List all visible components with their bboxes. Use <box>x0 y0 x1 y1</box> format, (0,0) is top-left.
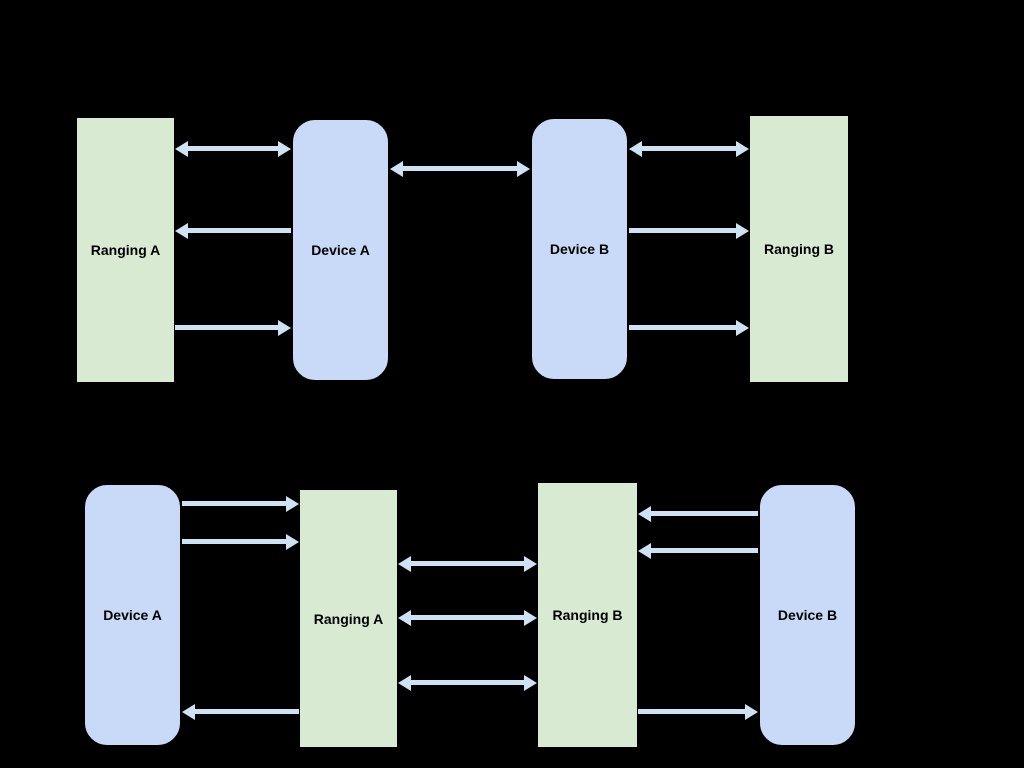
ranging-a-to-device-a-arrow <box>182 704 299 720</box>
arrowhead-right-icon <box>517 161 530 177</box>
arrowhead-left-icon <box>398 610 411 626</box>
device-a-device-b-bidirectional-arrow <box>390 161 530 177</box>
ranging-a-ranging-b-bidirectional-1-arrow <box>398 556 537 572</box>
device-b-to-ranging-b-2-arrow <box>629 320 749 336</box>
arrowhead-right-icon <box>736 320 749 336</box>
arrow-shaft <box>186 228 291 233</box>
arrowhead-left-icon <box>175 141 188 157</box>
arrowhead-right-icon <box>524 556 537 572</box>
ranging-a-device-a-bidirectional-arrow <box>175 141 291 157</box>
ranging-a-to-device-a-arrow <box>175 320 291 336</box>
arrow-shaft <box>638 709 747 714</box>
arrowhead-right-icon <box>278 141 291 157</box>
arrow-shaft <box>409 561 526 566</box>
arrow-shaft <box>649 511 758 516</box>
device-a-to-ranging-a-2-arrow <box>182 534 299 550</box>
ranging-b-bottom: Ranging B <box>537 482 638 748</box>
arrow-shaft <box>629 228 738 233</box>
arrow-shaft <box>193 709 299 714</box>
arrow-shaft <box>182 501 288 506</box>
device-b-bottom: Device B <box>758 483 857 747</box>
arrowhead-left-icon <box>638 506 651 522</box>
ranging-a-bottom-label: Ranging A <box>313 610 384 627</box>
device-a-to-ranging-a-1-arrow <box>182 496 299 512</box>
arrow-shaft <box>409 680 526 685</box>
arrow-shaft <box>401 166 519 171</box>
ranging-a-ranging-b-bidirectional-2-arrow <box>398 610 537 626</box>
device-a-bottom-label: Device A <box>103 607 162 623</box>
arrowhead-left-icon <box>398 675 411 691</box>
ranging-b-bottom-label: Ranging B <box>552 607 623 623</box>
device-b-to-ranging-b-2-arrow <box>638 543 758 559</box>
ranging-b-top: Ranging B <box>749 115 849 383</box>
device-b-to-ranging-b-1-arrow <box>629 223 749 239</box>
arrowhead-left-icon <box>638 543 651 559</box>
arrow-shaft <box>629 325 738 330</box>
arrowhead-left-icon <box>629 141 642 157</box>
arrow-shaft <box>409 615 526 620</box>
device-b-ranging-b-bidirectional-arrow <box>629 141 749 157</box>
device-a-top: Device A <box>291 118 390 382</box>
arrow-shaft <box>175 325 280 330</box>
device-a-bottom: Device A <box>83 483 182 747</box>
arrowhead-right-icon <box>745 704 758 720</box>
device-b-top-label: Device B <box>549 241 610 257</box>
arrowhead-right-icon <box>278 320 291 336</box>
arrowhead-right-icon <box>736 223 749 239</box>
arrowhead-left-icon <box>182 704 195 720</box>
arrowhead-left-icon <box>398 556 411 572</box>
ranging-b-top-label: Ranging B <box>764 241 834 257</box>
ranging-a-bottom: Ranging A <box>299 489 398 748</box>
ranging-a-top-label: Ranging A <box>90 242 161 258</box>
arrow-shaft <box>182 539 288 544</box>
arrowhead-left-icon <box>390 161 403 177</box>
arrow-shaft <box>649 548 758 553</box>
ranging-a-ranging-b-bidirectional-3-arrow <box>398 675 537 691</box>
arrowhead-right-icon <box>524 675 537 691</box>
arrowhead-right-icon <box>524 610 537 626</box>
device-b-to-ranging-b-1-arrow <box>638 506 758 522</box>
arrowhead-right-icon <box>736 141 749 157</box>
device-b-bottom-label: Device B <box>777 607 838 623</box>
arrow-shaft <box>186 146 280 151</box>
arrow-shaft <box>640 146 738 151</box>
device-a-top-label: Device A <box>311 242 370 258</box>
device-b-top: Device B <box>530 117 629 381</box>
ranging-a-top: Ranging A <box>76 117 175 383</box>
device-a-to-ranging-a-arrow <box>175 223 291 239</box>
arrowhead-right-icon <box>286 534 299 550</box>
arrowhead-left-icon <box>175 223 188 239</box>
arrowhead-right-icon <box>286 496 299 512</box>
ranging-b-to-device-b-arrow <box>638 704 758 720</box>
